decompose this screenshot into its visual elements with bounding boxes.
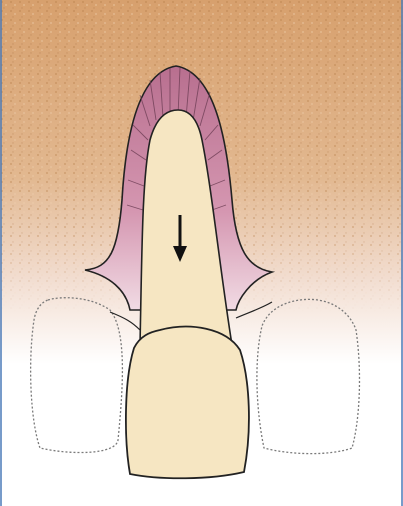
crown xyxy=(126,327,249,479)
